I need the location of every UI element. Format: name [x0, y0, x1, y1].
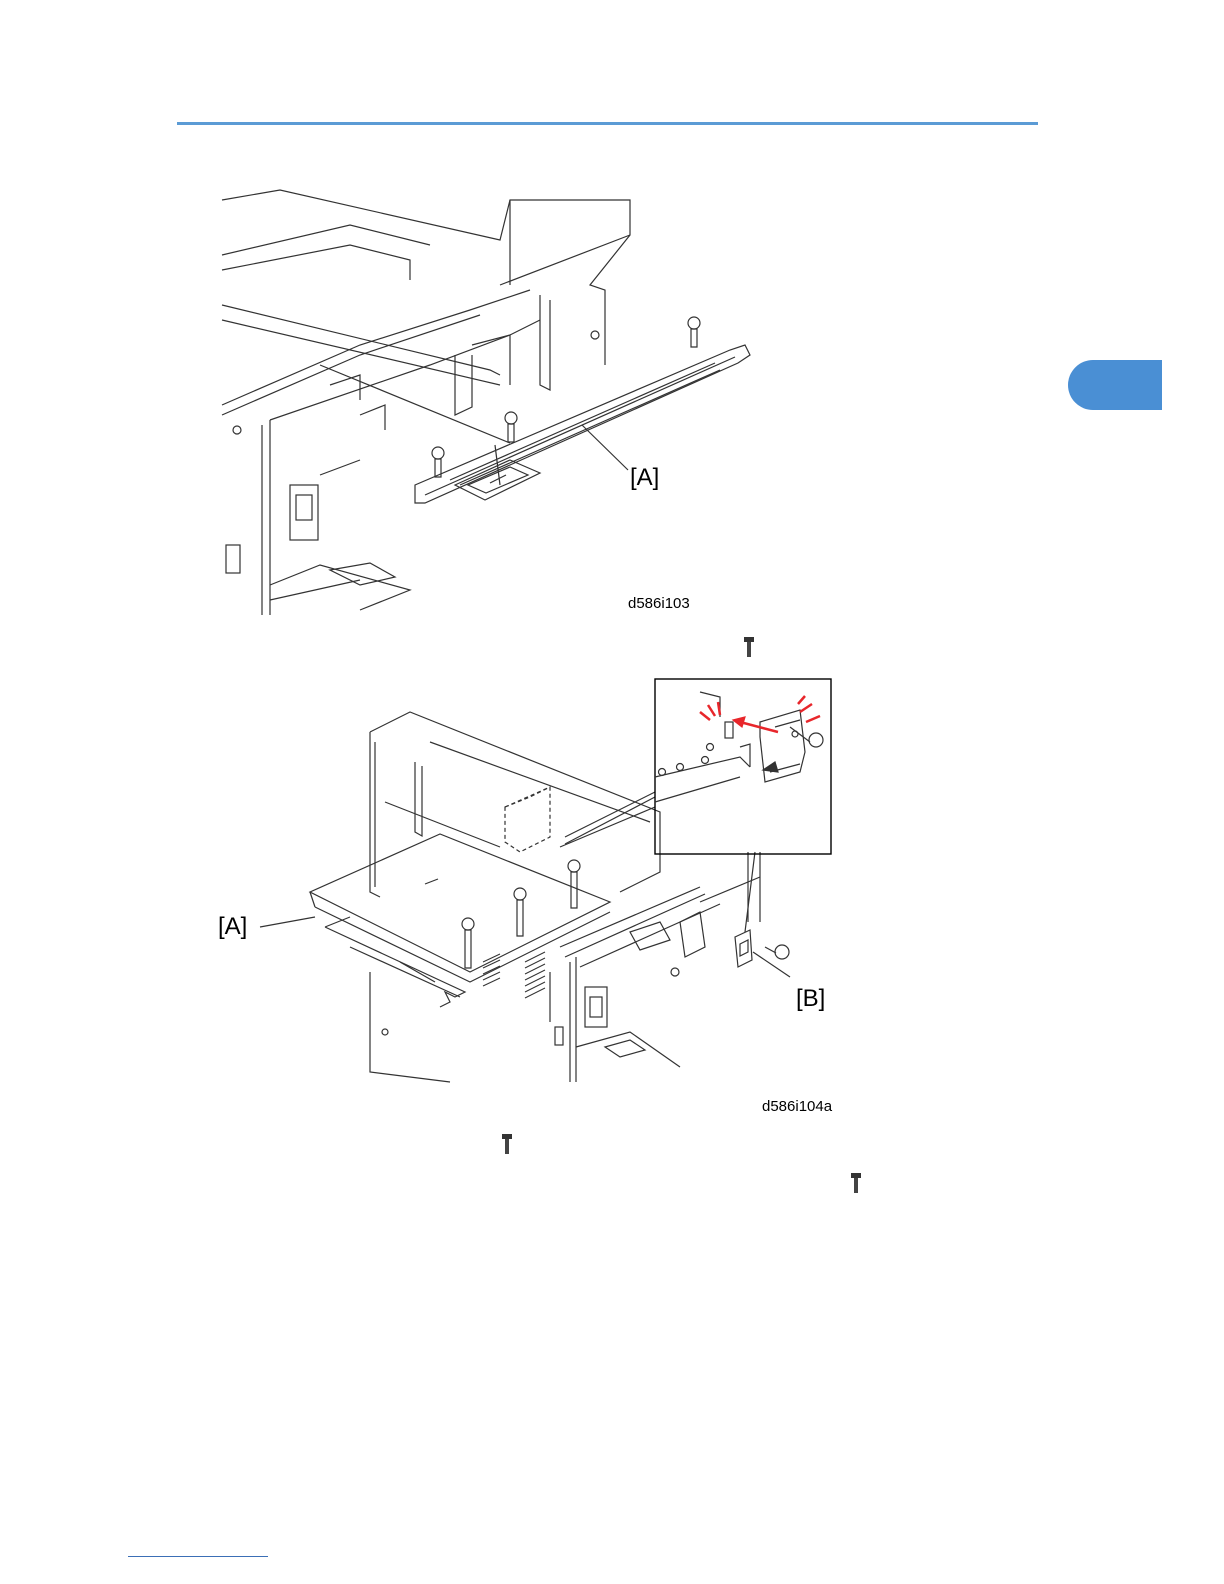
figure-2-code: d586i104a — [762, 1098, 832, 1115]
figure-2-screw-3 — [568, 860, 580, 908]
figure-2-label-a: [A] — [218, 913, 247, 940]
figure-2-screw-1 — [462, 918, 474, 968]
figure-1-illustration: [A] d586i103 — [210, 185, 770, 625]
figure-1-label-a: [A] — [630, 464, 659, 491]
figure-1-code: d586i103 — [628, 595, 690, 612]
figure-2-illustration: [A] [B] d586i104a — [200, 672, 860, 1122]
chapter-tab — [1068, 360, 1162, 410]
footer-rule — [128, 1556, 268, 1557]
figure-2-label-b: [B] — [796, 985, 825, 1012]
figure-1-screw-1 — [432, 447, 444, 477]
figure-1-screw-2 — [505, 412, 517, 442]
screw-icon — [849, 1172, 863, 1194]
screw-icon — [500, 1133, 514, 1155]
header-rule — [177, 122, 1038, 125]
figure-1-screw-3 — [688, 317, 700, 347]
screw-icon — [742, 636, 756, 658]
figure-2-screw-2 — [514, 888, 526, 936]
